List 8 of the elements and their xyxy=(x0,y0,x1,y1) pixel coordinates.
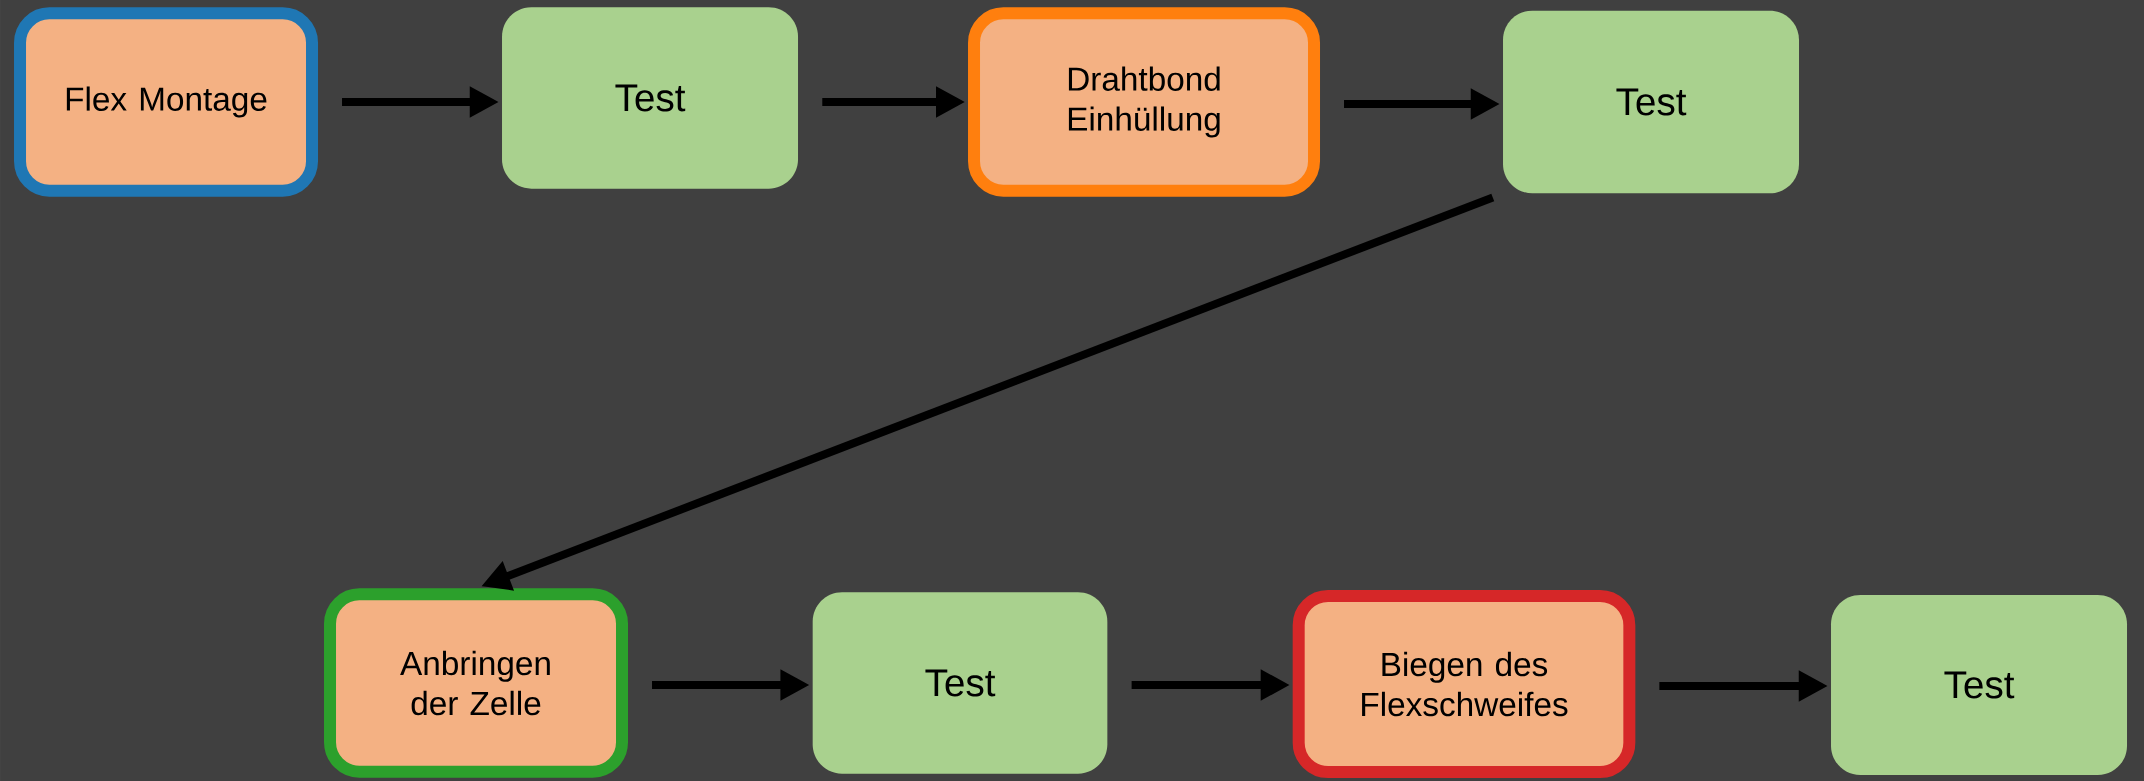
process-box: Biegen des Flexschweifes xyxy=(1292,590,1636,778)
test-box: Test xyxy=(812,592,1108,774)
test-box: Test xyxy=(1503,10,1799,194)
process-box: Flex Montage xyxy=(14,7,318,197)
process-box: Anbringen der Zelle xyxy=(324,588,628,778)
process-box: Drahtbond Einhüllung xyxy=(968,7,1320,197)
test-box: Test xyxy=(1831,595,2127,775)
test-box: Test xyxy=(502,7,798,189)
